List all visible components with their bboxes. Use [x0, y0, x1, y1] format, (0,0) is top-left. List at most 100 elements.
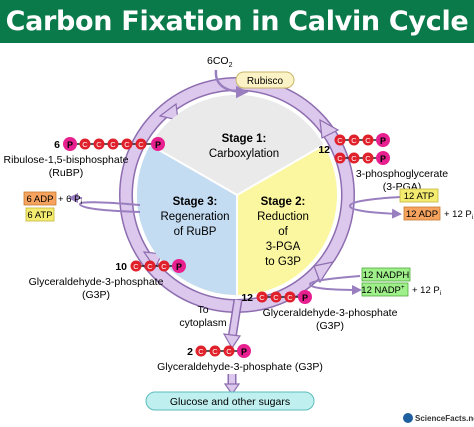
rubp-count: 6 — [54, 139, 60, 151]
rubp-abbr: (RuBP) — [49, 167, 83, 179]
stage-sectors-oriented — [137, 95, 337, 295]
stage1-heading: Stage 1: — [222, 133, 267, 145]
cycle-arrowhead-upper-left — [158, 102, 179, 121]
cycle-arrowhead-lower-left — [142, 251, 163, 270]
rubp-carbon-2 — [93, 138, 105, 150]
pga1-c-1: C — [337, 136, 343, 145]
glucose-arrowhead — [223, 383, 241, 396]
stage1-text: Carboxylation — [209, 148, 279, 160]
g3p-right-count: 12 — [241, 292, 253, 304]
rubp-p-left: P — [67, 140, 73, 150]
adp-stage3-plus: + 6 Pi — [58, 194, 82, 206]
stage3-left-sector — [137, 145, 237, 295]
nadp-out-label: 12 NADP+ — [361, 284, 405, 296]
g3p-left-abbr: (G3P) — [82, 289, 110, 301]
g3p-bottom-label: Glyceraldehyde-3-phosphate (G3P) — [157, 361, 323, 373]
rubp-c-3: C — [110, 140, 116, 149]
stage3-heading: Stage 3: — [173, 196, 218, 208]
diagram-title: Carbon Fixation in Calvin Cycle — [5, 6, 469, 37]
stage2-line2: of — [278, 226, 288, 238]
rubp-carbon-1 — [79, 138, 91, 150]
cytoplasm-line2: cytoplasm — [179, 317, 227, 329]
glucose-badge — [145, 391, 315, 411]
rubisco-badge — [235, 71, 295, 89]
rubp-phosphate-left — [63, 137, 77, 151]
rubp-c-2: C — [96, 140, 102, 149]
pga-name: 3-phosphoglycerate — [356, 168, 448, 180]
atp-stage2-in-label: 12 ATP — [404, 191, 434, 202]
pga-molecule-1: C C C P — [334, 133, 390, 147]
g3pr-p: P — [302, 293, 308, 303]
pga2-c-3: C — [365, 154, 371, 163]
cytoplasm-line1: To — [197, 304, 208, 316]
atp-stage2-arrow — [348, 196, 402, 219]
g3pb-c-2: C — [212, 347, 218, 356]
co2-label: 6CO2 — [207, 55, 233, 69]
g3pl-c-3: C — [161, 262, 167, 271]
adp-stage2-out-label: 12 ADP — [406, 209, 438, 220]
adp-stage2-out-badge — [403, 206, 441, 221]
pga-molecule-2: C C C P — [334, 151, 390, 165]
pga1-c-3: C — [365, 136, 371, 145]
g3p-left-count: 10 — [115, 261, 127, 273]
cytoplasm-arrow — [229, 299, 241, 339]
cycle-arrowhead-upper-right — [319, 118, 340, 139]
adp-stage2-plus: + 12 Pi — [444, 209, 473, 221]
stage3-line1: Regeneration — [160, 211, 229, 223]
stage2-line3: 3-PGA — [266, 241, 301, 253]
g3p-bottom-count: 2 — [187, 346, 193, 358]
atp-stage3-in-badge — [25, 207, 55, 222]
rubp-carbon-4 — [121, 138, 133, 150]
g3p-right-abbr: (G3P) — [316, 320, 344, 332]
g3p-left-name: Glyceraldehyde-3-phosphate — [29, 276, 164, 288]
g3pl-c-2: C — [147, 262, 153, 271]
rubp-phosphate-right — [151, 137, 165, 151]
rubp-p-right: P — [155, 140, 161, 150]
stage2-right-sector — [237, 145, 337, 295]
pga-count: 12 — [318, 144, 330, 156]
rubp-carbon-5 — [135, 138, 147, 150]
stage3-line2: of RuBP — [174, 226, 217, 238]
pga1-c-2: C — [351, 136, 357, 145]
pga2-p: P — [380, 154, 386, 164]
adp-stage3-out-label: 6 ADP — [27, 194, 54, 205]
cytoplasm-arrowhead — [222, 333, 242, 350]
g3p-right-name: Glyceraldehyde-3-phosphate — [263, 307, 398, 319]
stage2-heading: Stage 2: — [261, 196, 306, 208]
rubp-c-4: C — [124, 140, 130, 149]
stage2-line4: to G3P — [265, 256, 301, 268]
nadph-in-badge — [361, 267, 411, 282]
g3pl-p: P — [176, 262, 182, 272]
atp-stage3-arrow — [78, 201, 141, 213]
pga2-c-1: C — [337, 154, 343, 163]
g3pr-c-1: C — [259, 293, 265, 302]
atp-stage2-in-badge — [399, 188, 439, 203]
title-bar — [0, 0, 474, 43]
brand-icon — [403, 413, 413, 423]
nadp-out-plus: + 12 Pi — [412, 285, 441, 297]
stage1-top-sector — [150, 95, 324, 195]
rubp-carbon-3 — [107, 138, 119, 150]
pga1-p: P — [380, 136, 386, 146]
cycle-arrowhead-lower-right — [313, 261, 335, 284]
rubp-name: Ribulose-1,5-bisphosphate — [4, 154, 129, 166]
rubp-c-1: C — [82, 140, 88, 149]
nadph-in-label: 12 NADPH — [363, 270, 410, 281]
nadp-out-badge — [361, 282, 409, 297]
g3pb-c-3: C — [226, 347, 232, 356]
co2-input-arrow — [214, 69, 249, 99]
g3pr-c-2: C — [273, 293, 279, 302]
brand-text: ScienceFacts.net — [415, 414, 474, 423]
g3pl-c-1: C — [133, 262, 139, 271]
g3pb-c-1: C — [198, 347, 204, 356]
pga2-c-2: C — [351, 154, 357, 163]
nadph-arrow — [308, 275, 362, 295]
rubisco-label: Rubisco — [247, 76, 284, 87]
atp-stage3-in-label: 6 ATP — [27, 210, 52, 221]
stage2-line1: Reduction — [257, 211, 309, 223]
g3p-left-molecule: C C C P — [130, 259, 186, 273]
g3p-right-molecule: C C C P — [256, 290, 312, 304]
g3p-bottom-molecule: C C C P — [195, 344, 251, 358]
g3pb-p: P — [241, 347, 247, 357]
